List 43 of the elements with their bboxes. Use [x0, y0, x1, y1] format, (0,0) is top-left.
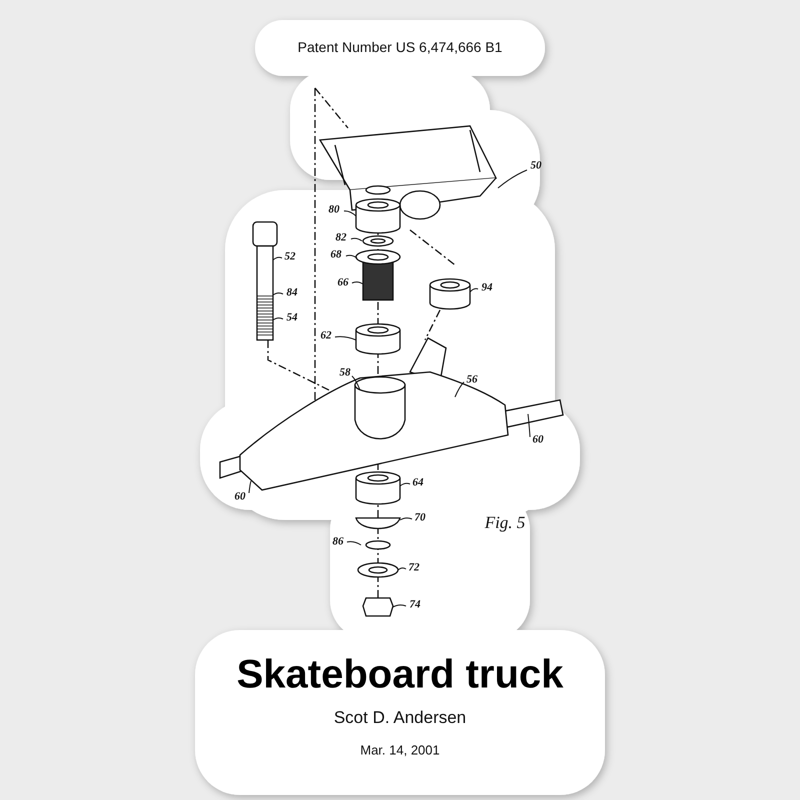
callout-number: 64	[412, 478, 424, 488]
leader-line	[346, 541, 362, 546]
leader-line	[398, 567, 406, 570]
callout-number: 82	[336, 232, 346, 244]
callout-number: 66	[338, 278, 348, 288]
inventor-name: Scot D. Andersen	[334, 708, 466, 728]
callout-number: 84	[286, 288, 298, 298]
leader-line	[344, 210, 356, 216]
callout-number: 60	[234, 492, 246, 502]
leader-line	[352, 376, 360, 390]
leader-line	[272, 292, 284, 296]
callout-number: 54	[286, 312, 298, 324]
leader-line	[392, 604, 406, 608]
callout-number: 58	[340, 368, 350, 378]
leader-line	[454, 382, 464, 398]
leader-line	[470, 288, 478, 292]
leader-line	[346, 254, 358, 258]
callout-number: 56	[466, 374, 478, 386]
leader-line	[272, 256, 282, 260]
callout-number: 74	[410, 600, 420, 610]
leader-line	[498, 170, 528, 188]
patent-number: Patent Number US 6,474,666 B1	[298, 39, 502, 55]
leader-line	[400, 517, 412, 520]
leader-line	[334, 336, 356, 340]
callout-number: 70	[414, 512, 426, 524]
callout-number: 86	[332, 536, 344, 548]
leader-line	[350, 238, 362, 242]
leader-line	[248, 480, 252, 494]
figure-label: Fig. 5	[484, 513, 526, 533]
leader-line	[272, 317, 284, 320]
callout-number: 72	[408, 562, 420, 574]
leader-line	[352, 281, 364, 284]
callout-number: 94	[482, 282, 492, 294]
callout-number: 62	[320, 330, 332, 342]
callout-number: 50	[530, 160, 542, 172]
callout-number: 52	[284, 252, 296, 262]
title: Skateboard truck	[236, 652, 564, 698]
date-text: Mar. 14, 2001	[360, 742, 440, 758]
callout-number: 60	[532, 434, 544, 446]
leader-line	[400, 482, 410, 486]
callout-number: 68	[330, 250, 342, 260]
callout-number: 80	[328, 204, 340, 216]
leader-line	[528, 414, 530, 438]
